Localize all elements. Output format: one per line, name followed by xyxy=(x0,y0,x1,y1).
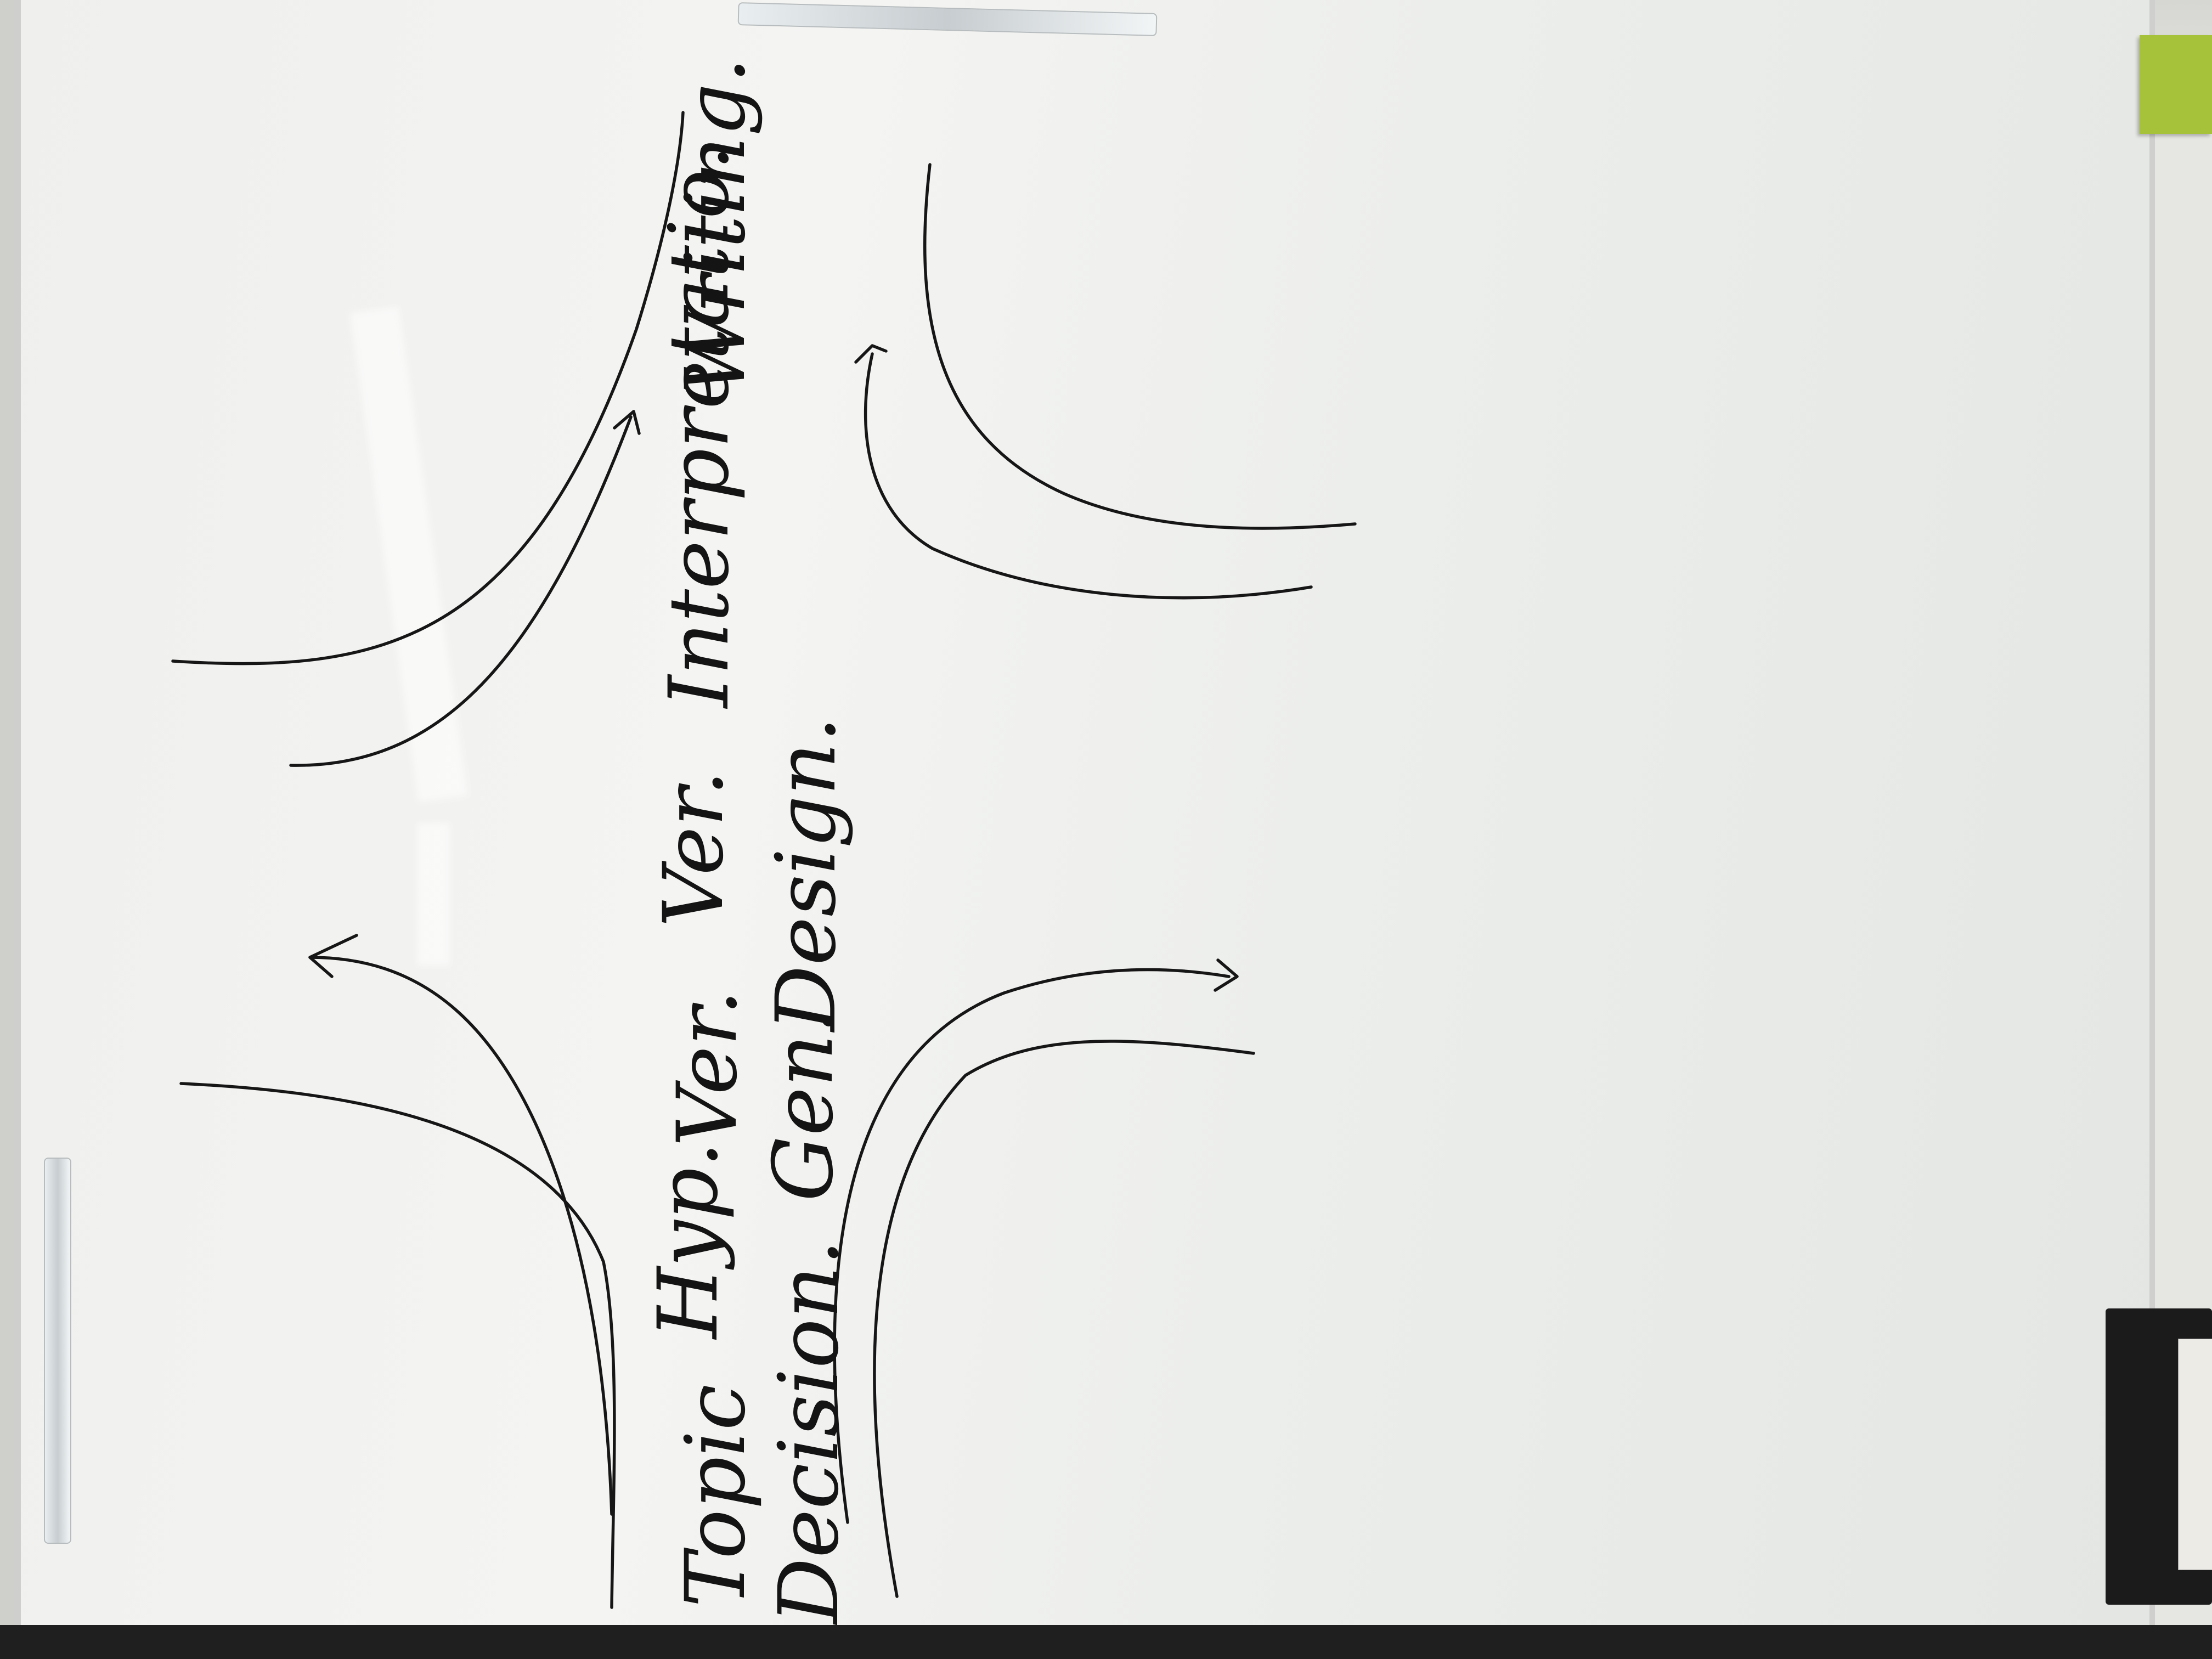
arrowhead-bottom-left xyxy=(1214,958,1239,992)
label-design: Design. xyxy=(759,716,854,1031)
curve-top-right-outer xyxy=(171,111,685,665)
label-topic: Topic xyxy=(668,1384,764,1607)
floor xyxy=(0,1625,2212,1659)
curve-bottom-left-inner xyxy=(873,1040,1255,1598)
arrow-top-right-inner xyxy=(289,415,633,767)
whiteboard xyxy=(15,0,2155,1632)
sticky-note xyxy=(2140,35,2212,134)
curve-upper-left-outer xyxy=(179,1082,616,1609)
marker-tray-left xyxy=(44,1158,71,1544)
bin-label xyxy=(2178,1339,2212,1570)
arrow-bottom-left-outer xyxy=(833,968,1231,1524)
arrowhead-bottom-right xyxy=(854,344,888,364)
arrowhead-upper-left xyxy=(308,934,358,978)
light-glare xyxy=(417,823,450,966)
label-writing: Writing. xyxy=(668,57,764,395)
label-decision: Decision. xyxy=(761,1239,857,1624)
label-hyp: Hyp. xyxy=(641,1141,736,1339)
label-gen: Gen. xyxy=(756,1008,851,1201)
arrow-upper-left-inner xyxy=(308,956,613,1516)
arrow-bottom-right-inner xyxy=(864,352,1313,600)
label-ver-mid: Ver. xyxy=(646,770,742,927)
arrowhead-top-right xyxy=(613,410,641,435)
curve-bottom-right-outer xyxy=(923,163,1357,530)
label-ver-top: Ver. xyxy=(660,989,755,1147)
